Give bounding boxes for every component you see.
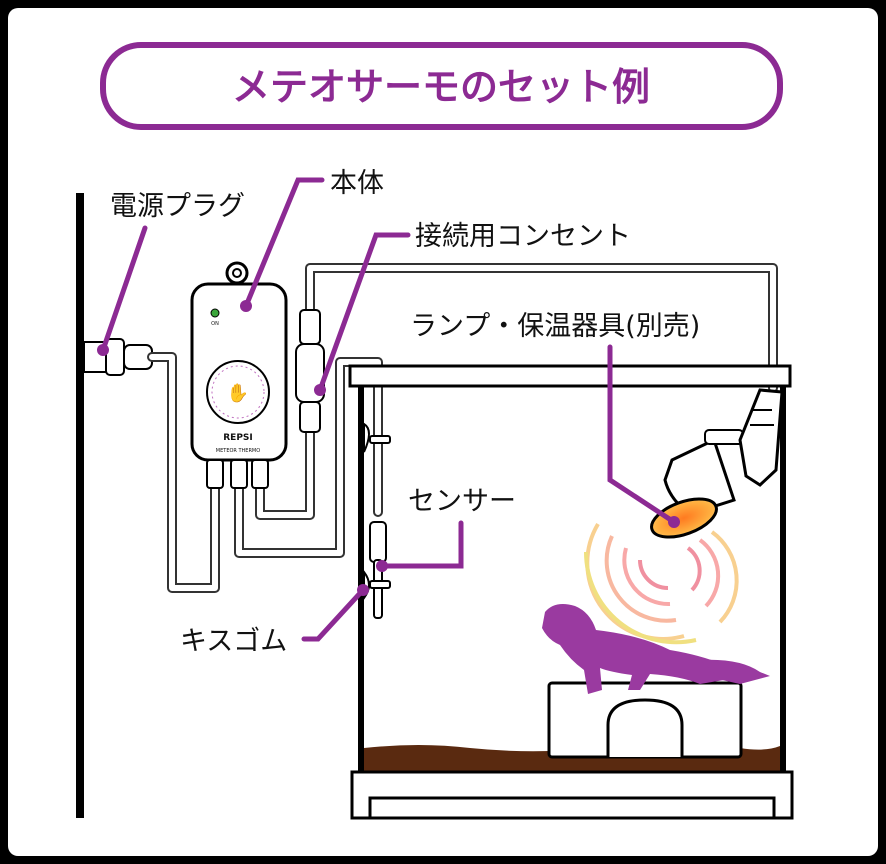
label-outlet: 接続用コンセント [415,221,631,252]
panel-background [8,8,878,856]
label-lamp: ランプ・保温器具(別売) [410,311,700,342]
callout-dots [97,300,680,596]
wall-pole [76,193,84,818]
label-suction-cup: キスゴム [180,626,287,657]
title-box: メテオサーモのセット例 [100,42,783,130]
power-plug [83,338,153,376]
page-title: メテオサーモのセット例 [232,65,650,109]
callout-lines [100,177,677,642]
device-brand: REPSI [223,433,253,443]
shelter-hide [547,681,743,759]
lizard-silhouette [542,604,770,694]
connection-outlet [295,309,325,433]
led-label: ON [211,321,219,327]
thermostat-body: ON ✋ REPSI METEOR THERMO [190,261,288,489]
label-power-plug: 電源プラグ [110,191,245,222]
label-sensor: センサー [408,486,516,517]
heat-lamp [650,388,784,539]
device-model: METEOR THERMO [216,448,260,454]
power-led [210,308,220,318]
temperature-dial [206,360,270,424]
suction-cups [363,422,391,601]
dial-hand-icon: ✋ [227,382,249,404]
heat-waves [583,522,739,645]
label-body: 本体 [330,168,384,199]
